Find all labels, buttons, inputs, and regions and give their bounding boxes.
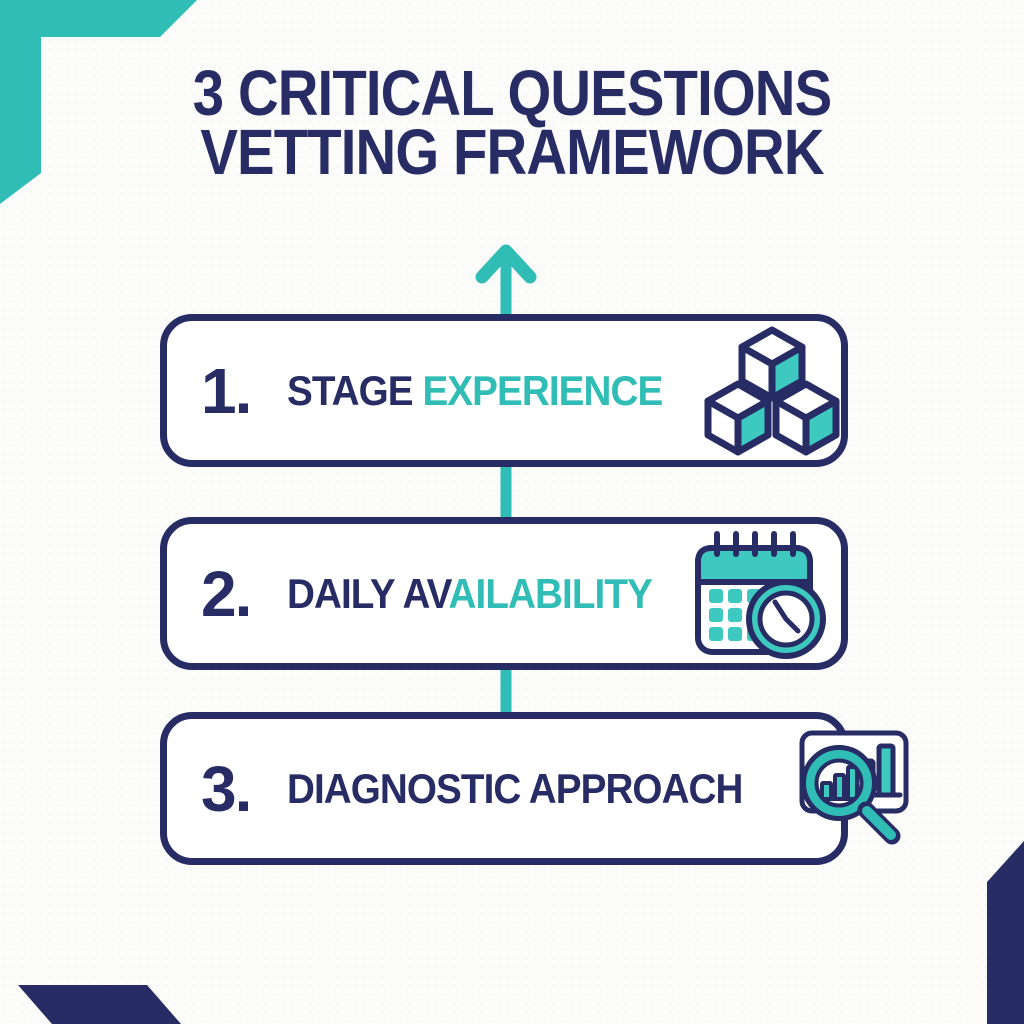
framework-step-2: 2. DAILY AVAILABILITY: [160, 517, 848, 670]
cubes-icon: [695, 326, 845, 456]
step-label-start: DIAGNOSTIC APPROACH: [287, 764, 743, 812]
up-arrow-icon: [475, 244, 537, 284]
cubes-icon-svg: [704, 326, 840, 455]
step-number: 2.: [201, 557, 252, 630]
framework-step-3: 3. DIAGNOSTIC APPROACH: [160, 712, 909, 865]
corner-accent-bottom-right: [987, 841, 1024, 1024]
step-label: DIAGNOSTIC APPROACH: [287, 765, 743, 813]
chart-magnifier-icon: [782, 719, 932, 859]
calendar-clock-icon-svg: [694, 530, 826, 659]
step-label-start: STAGE: [287, 366, 423, 414]
calendar-clock-icon: [684, 524, 834, 664]
chart-magnifier-icon-svg: [799, 730, 909, 844]
corner-accent-bottom-left: [18, 985, 181, 1024]
step-number: 1.: [201, 354, 252, 427]
step-number: 3.: [201, 752, 252, 825]
step-label: DAILY AVAILABILITY: [287, 569, 653, 618]
page-title: 3 CRITICAL QUESTIONS VETTING FRAMEWORK: [61, 57, 962, 188]
step-label: STAGE EXPERIENCE: [287, 366, 663, 415]
page-title-line-2: VETTING FRAMEWORK: [200, 116, 824, 188]
framework-step-1: 1. STAGE EXPERIENCE: [160, 314, 848, 467]
step-label-accent: AILABILITY: [448, 569, 653, 617]
page-title-line-1: 3 CRITICAL QUESTIONS: [192, 57, 832, 129]
step-label-start: DAILY AV: [287, 569, 449, 617]
step-label-accent: EXPERIENCE: [422, 366, 663, 414]
